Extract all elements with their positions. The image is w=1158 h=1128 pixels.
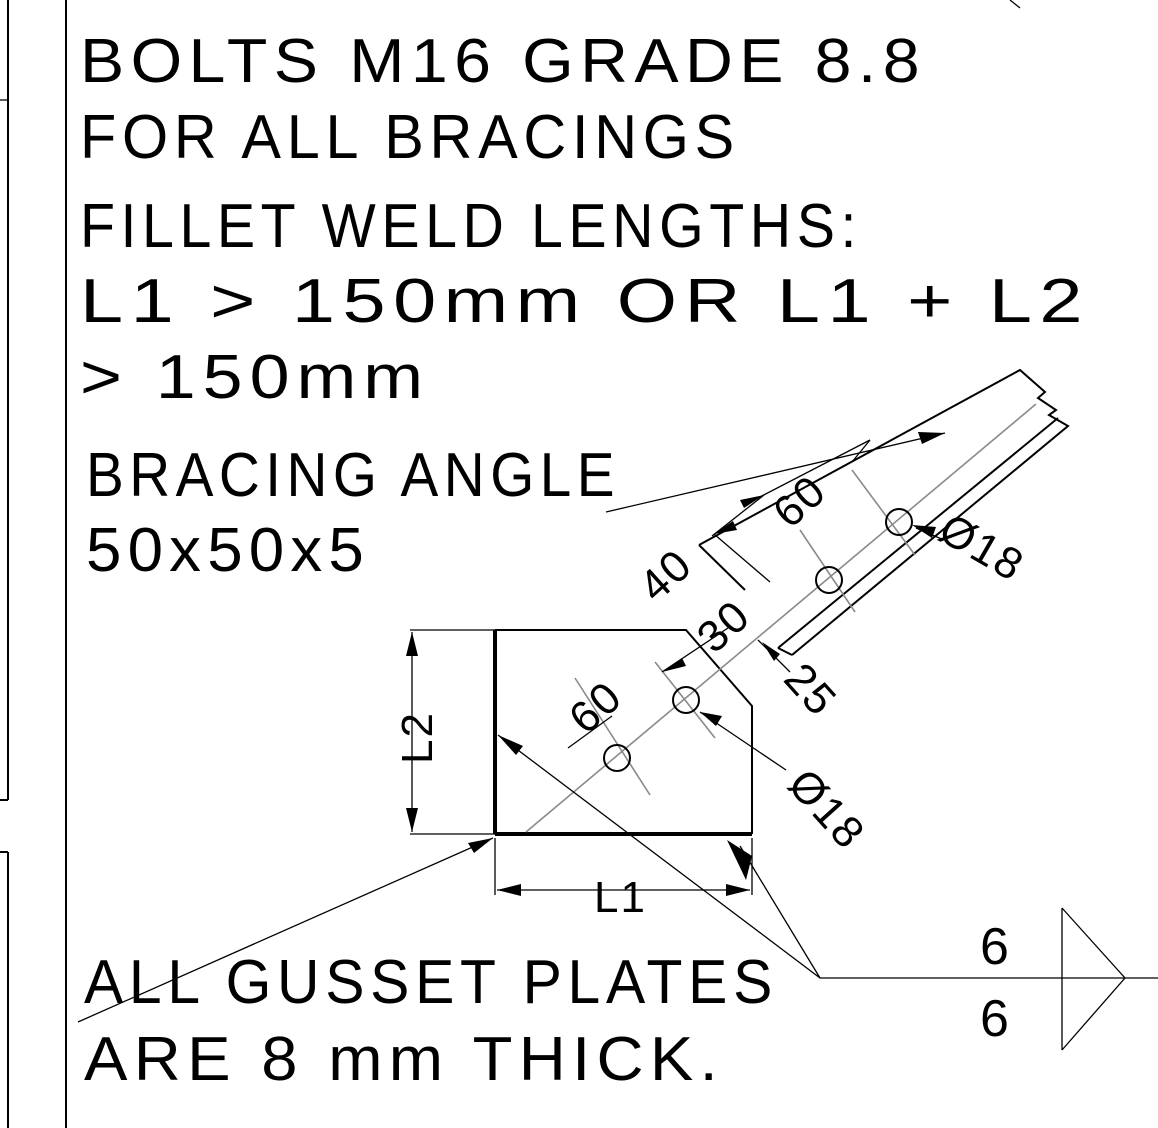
leader-lines	[77, 432, 1158, 1023]
dim-hole-lower: Ø18	[779, 760, 875, 859]
bolt-hole-3	[815, 566, 843, 594]
bolt-hole-2	[672, 686, 700, 714]
dim-l1: L1	[594, 873, 647, 922]
note-weld-rule: L1 > 150mm OR L1 + L2	[80, 267, 1090, 336]
dim-hole-upper: Ø18	[931, 504, 1033, 591]
weld-size-top: 6	[980, 918, 1009, 976]
note-weld-title: FILLET WELD LENGTHS:	[80, 192, 862, 261]
weld-symbol: 6 6	[980, 907, 1126, 1051]
note-bracing-angle: BRACING ANGLE	[86, 441, 620, 510]
general-notes: BOLTS M16 GRADE 8.8 FOR ALL BRACINGS FIL…	[80, 27, 1090, 1094]
dim-25: 25	[775, 654, 847, 726]
dim-40: 40	[630, 540, 702, 612]
bolt-holes	[603, 508, 913, 772]
weld-size-bottom: 6	[980, 990, 1009, 1048]
dim-60-lower: 60	[560, 672, 632, 744]
note-bolts: BOLTS M16 GRADE 8.8	[80, 27, 926, 96]
dimension-lines	[406, 439, 871, 896]
sheet-frame	[0, 0, 1021, 1128]
dim-l2: L2	[393, 711, 442, 764]
note-gusset-thickness: ARE 8 mm THICK.	[84, 1025, 724, 1094]
bolt-hole-4	[885, 508, 913, 536]
note-weld-rule-cont: > 150mm	[80, 343, 430, 412]
dim-30: 30	[688, 591, 760, 663]
note-gusset: ALL GUSSET PLATES	[84, 948, 778, 1017]
note-angle-size: 50x50x5	[86, 516, 370, 585]
bolt-hole-1	[603, 744, 631, 772]
note-bracings: FOR ALL BRACINGS	[80, 103, 740, 172]
gusset-plate	[493, 629, 753, 836]
bracing-angle	[525, 368, 1070, 833]
